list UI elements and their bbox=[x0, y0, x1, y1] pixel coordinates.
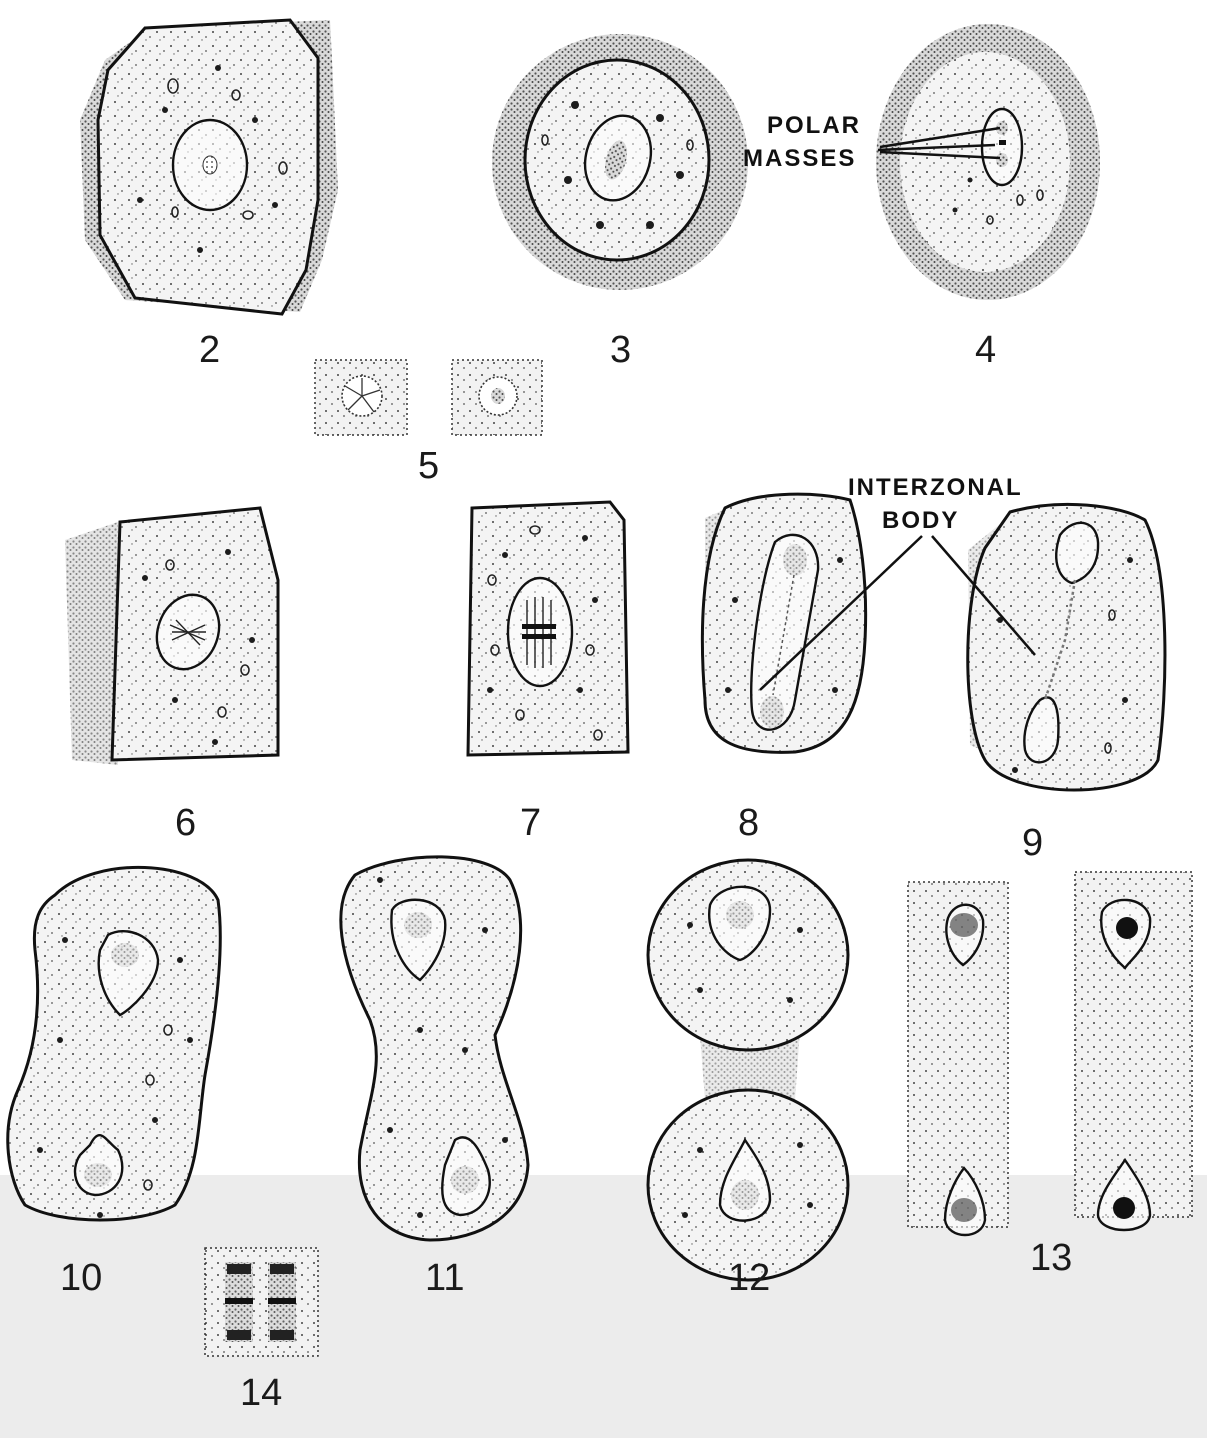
fig4-nucleus bbox=[982, 109, 1022, 185]
interzonal-label-2: BODY bbox=[882, 507, 959, 534]
figure-12-cell bbox=[648, 860, 848, 1280]
fig-label-13: 13 bbox=[1030, 1237, 1072, 1279]
polar-masses-label-2: MASSES bbox=[743, 145, 856, 172]
fig2-nucleolus bbox=[203, 156, 217, 174]
polar-masses-label-1: POLAR bbox=[767, 112, 861, 139]
figure-8-cell bbox=[702, 494, 865, 752]
figure-6-cell bbox=[65, 508, 278, 765]
fig-label-11: 11 bbox=[425, 1257, 464, 1299]
figure-11-cell bbox=[341, 857, 528, 1240]
fig4-polar-mass-lower bbox=[996, 153, 1008, 167]
figure-4-cell bbox=[876, 24, 1100, 300]
fig-label-12: 12 bbox=[728, 1257, 770, 1299]
fig6-shadow bbox=[65, 522, 118, 765]
fig-label-3: 3 bbox=[610, 329, 631, 371]
fig7-nucleus bbox=[508, 578, 572, 686]
interzonal-label-1: INTERZONAL bbox=[848, 474, 1023, 501]
figure-3-cell bbox=[492, 34, 748, 290]
fig-label-2: 2 bbox=[199, 329, 220, 371]
fig-label-14: 14 bbox=[240, 1372, 282, 1414]
figure-14-inset bbox=[205, 1248, 318, 1356]
fig-label-5: 5 bbox=[418, 445, 439, 487]
fig-label-7: 7 bbox=[520, 802, 541, 844]
figure-5-insets bbox=[315, 360, 542, 435]
fig-label-8: 8 bbox=[738, 802, 759, 844]
figure-2-cell bbox=[80, 20, 338, 314]
figure-7-cell bbox=[468, 502, 628, 755]
fig-label-6: 6 bbox=[175, 802, 196, 844]
figure-9-cell bbox=[968, 504, 1165, 790]
fig-label-4: 4 bbox=[975, 329, 996, 371]
figure-10-cell bbox=[8, 867, 221, 1220]
fig-label-9: 9 bbox=[1022, 822, 1043, 864]
fig14-frame bbox=[205, 1248, 318, 1356]
fig-label-10: 10 bbox=[60, 1257, 102, 1299]
fig4-center-body bbox=[999, 140, 1006, 145]
paper-shade bbox=[0, 1175, 1207, 1438]
